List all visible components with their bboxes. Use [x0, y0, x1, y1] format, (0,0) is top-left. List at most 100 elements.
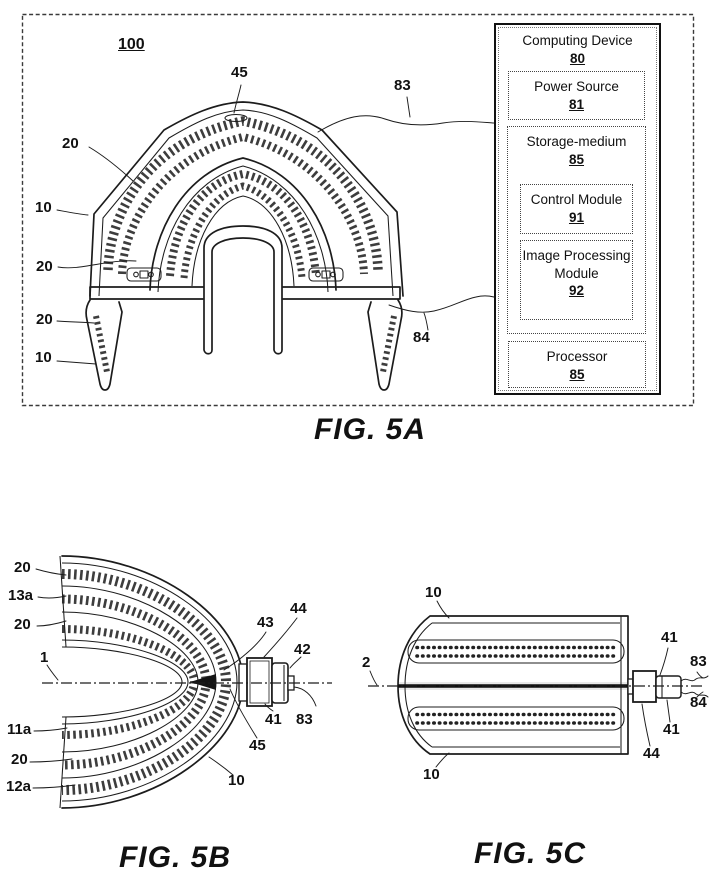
ref-label-20-low: 20	[36, 311, 53, 328]
leader-42	[289, 656, 302, 669]
computing-device-title: Computing Device 80	[496, 32, 659, 67]
flap-led-left	[93, 315, 110, 373]
computing-device-box: Computing Device 80 Power Source 81 Stor…	[494, 23, 661, 395]
computing-device-ref: 80	[569, 50, 586, 66]
arch-inner-edge2	[61, 646, 183, 718]
ref-label-11a-5b: 11a	[7, 721, 32, 738]
image-processing-module-ref: 92	[568, 283, 585, 299]
ref-label-41-bot-5c: 41	[663, 721, 680, 738]
leader-12a	[32, 784, 76, 789]
ref-label-10-top: 10	[35, 199, 52, 216]
leader-11a	[33, 727, 68, 732]
fig5b-drawing	[29, 555, 332, 809]
led-strip-lower-5c	[407, 706, 625, 731]
ref-label-100: 100	[118, 36, 145, 53]
processor-label: Processor	[546, 349, 608, 364]
control-module-ref: 91	[568, 209, 585, 225]
led-strip-inner1	[166, 169, 320, 277]
fig5a-drawing	[21, 13, 695, 407]
ref-label-12a-5b: 12a	[6, 778, 32, 795]
leader-84-5c	[696, 691, 704, 698]
lower-flap-left	[85, 299, 123, 391]
arch-outer-inner	[61, 562, 238, 802]
light-arrow	[190, 674, 216, 690]
ref-label-84-5c: 84	[690, 694, 707, 711]
wire-83-line-5c	[680, 675, 709, 682]
ref-label-10-bot-5c: 10	[423, 766, 440, 783]
connector-barrel-41-5c	[655, 675, 682, 699]
connector-block-inner	[249, 660, 270, 704]
tray-middle-arch-inner	[157, 165, 329, 293]
leader-1	[46, 664, 59, 681]
detail-dot	[330, 271, 336, 278]
ref-label-84-5a: 84	[413, 329, 430, 346]
fig5c-caption: FIG. 5C	[473, 837, 586, 870]
tray-middle-arch	[149, 157, 337, 291]
leader-20a	[35, 568, 67, 576]
leader-84	[423, 312, 429, 331]
leader-10-bot-5c	[435, 752, 450, 768]
fig5a-caption: FIG. 5A	[313, 413, 426, 446]
detail-plate	[126, 267, 162, 282]
ref-label-41-5b: 41	[265, 711, 282, 728]
leader-2	[369, 670, 378, 686]
leader-20-low	[56, 320, 95, 324]
leader-20c	[29, 758, 73, 763]
leader-83-5c	[696, 671, 704, 679]
image-processing-module-label: Image Processing Module	[522, 248, 631, 281]
leader-20-top	[88, 146, 134, 182]
power-source-label: Power Source	[534, 79, 619, 94]
arch-led-mid	[61, 594, 211, 770]
leader-44-5c	[641, 703, 651, 747]
arch-inner-edge	[61, 639, 189, 725]
slot-45	[224, 113, 248, 123]
ref-label-83-5b: 83	[296, 711, 313, 728]
detail-dot	[148, 271, 154, 278]
ref-label-45-5a: 45	[231, 64, 248, 81]
led-strip-upper-5c	[407, 639, 625, 664]
leader-10-low	[56, 360, 97, 365]
leader-13a	[37, 595, 67, 599]
detail-dot	[133, 271, 139, 278]
storage-medium-label: Storage-medium	[526, 134, 627, 149]
ref-label-44-5b: 44	[290, 600, 307, 617]
leader-20-mid	[57, 260, 137, 269]
power-source-box: Power Source 81	[508, 71, 645, 120]
leader-10-top-5c	[436, 600, 450, 619]
leader-44	[263, 617, 298, 658]
processor-ref: 85	[569, 366, 585, 382]
leader-10-5b	[208, 756, 234, 776]
ref-label-20-top: 20	[62, 135, 79, 152]
leader-83	[406, 96, 411, 118]
fig5b-leader-lines	[29, 568, 302, 789]
ref-label-83-5a: 83	[394, 77, 411, 94]
ref-label-20a-5b: 20	[14, 559, 31, 576]
detail-rect	[139, 270, 149, 279]
arch-cut-edge-top	[59, 555, 67, 648]
ref-label-10-top-5c: 10	[425, 584, 442, 601]
leader-41-bot-5c	[666, 699, 671, 723]
tray-outer-shell	[89, 101, 404, 297]
led-strip-second	[118, 132, 368, 275]
processor-box: Processor 85	[508, 341, 646, 388]
tooth-detail-right	[308, 267, 344, 282]
leader-45	[233, 84, 242, 114]
fig5c-leader-lines	[369, 600, 704, 768]
wire-83-line	[317, 115, 495, 133]
wire-84-line	[388, 295, 495, 313]
detail-dot	[315, 271, 321, 278]
arch-led-outer	[61, 569, 232, 795]
ref-label-20b-5b: 20	[14, 616, 31, 633]
leader-41	[264, 703, 274, 712]
lower-flap-right	[367, 299, 403, 391]
leader-20b	[36, 620, 67, 627]
occlusal-plane	[89, 286, 401, 300]
fig5b-caption: FIG. 5B	[118, 841, 231, 874]
leader-43	[223, 631, 267, 671]
detail-plate	[308, 267, 344, 282]
central-tab	[203, 225, 283, 355]
fig5a-dashed-border	[21, 13, 695, 407]
storage-medium-ref: 85	[568, 151, 585, 167]
ref-label-20c-5b: 20	[11, 751, 28, 768]
